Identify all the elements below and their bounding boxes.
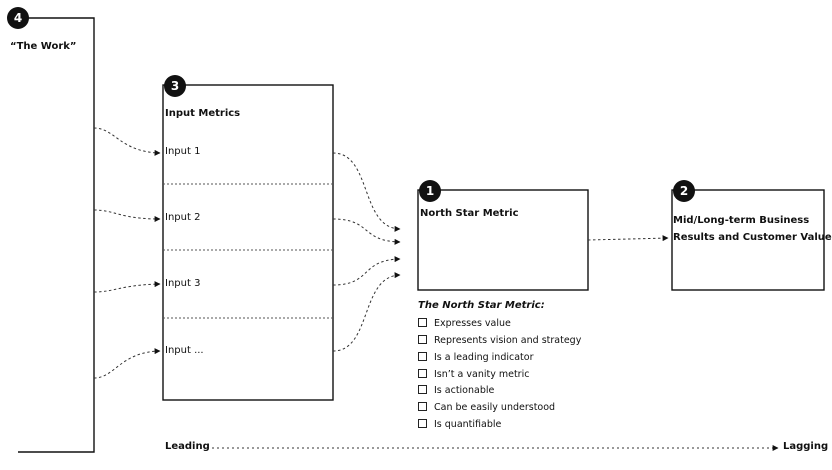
- work-box-outline: [18, 17, 95, 453]
- checkbox-icon: [418, 369, 427, 378]
- checkbox-icon: [418, 352, 427, 361]
- input-1-to-north-star-arrow: [332, 152, 401, 232]
- checklist-item: Is actionable: [418, 385, 494, 396]
- checklist-item-label: Can be easily understood: [434, 402, 556, 413]
- checklist-item: Is quantifiable: [418, 419, 501, 430]
- results-title-line-1: Mid/Long-term Business: [673, 215, 810, 226]
- checklist-item-label: Represents vision and strategy: [434, 335, 582, 346]
- input-2-to-north-star-arrow: [332, 218, 401, 245]
- north-star-number-badge: 1: [419, 180, 441, 202]
- input-4-to-north-star-arrow: [332, 272, 401, 352]
- checklist-heading: The North Star Metric:: [418, 300, 545, 311]
- checklist-item-label: Is a leading indicator: [434, 352, 534, 363]
- work-number-badge: 4: [7, 7, 29, 29]
- results-title-line-2: Results and Customer Value: [673, 232, 832, 243]
- input-metrics-number-badge: 3: [164, 75, 186, 97]
- results-box: [671, 189, 825, 291]
- checkbox-icon: [418, 318, 427, 327]
- checklist-item: Is a leading indicator: [418, 352, 533, 363]
- work-to-input-4-arrow: [93, 348, 161, 379]
- input-3-to-north-star-arrow: [332, 256, 401, 286]
- checkbox-icon: [418, 402, 427, 411]
- checklist-item-label: Is quantifiable: [434, 419, 502, 430]
- checklist-item-label: Is actionable: [434, 385, 495, 396]
- work-to-input-3-arrow: [93, 281, 161, 293]
- input-label: Input ...: [165, 345, 204, 356]
- axis-lagging-label: Lagging: [783, 441, 829, 452]
- checklist-item: Isn’t a vanity metric: [418, 369, 529, 380]
- checklist-item: Expresses value: [418, 318, 511, 329]
- input-metrics-title: Input Metrics: [165, 108, 241, 119]
- checkbox-icon: [418, 419, 427, 428]
- checklist-item: Can be easily understood: [418, 402, 555, 413]
- work-to-input-1-arrow: [93, 127, 161, 156]
- checkbox-icon: [418, 335, 427, 344]
- checklist-item-label: Isn’t a vanity metric: [434, 369, 530, 380]
- checkbox-icon: [418, 385, 427, 394]
- checklist-item: Represents vision and strategy: [418, 335, 581, 346]
- work-title: “The Work”: [10, 41, 77, 52]
- input-label: Input 2: [165, 212, 201, 223]
- north-star-to-results-arrow: [587, 235, 669, 242]
- input-metrics-box: [162, 84, 334, 401]
- results-number-badge: 2: [673, 180, 695, 202]
- checklist-item-label: Expresses value: [434, 318, 511, 329]
- axis-leading-label: Leading: [165, 441, 210, 452]
- north-star-title: North Star Metric: [420, 208, 519, 219]
- work-to-input-2-arrow: [93, 209, 161, 222]
- input-label: Input 3: [165, 278, 201, 289]
- input-label: Input 1: [165, 146, 201, 157]
